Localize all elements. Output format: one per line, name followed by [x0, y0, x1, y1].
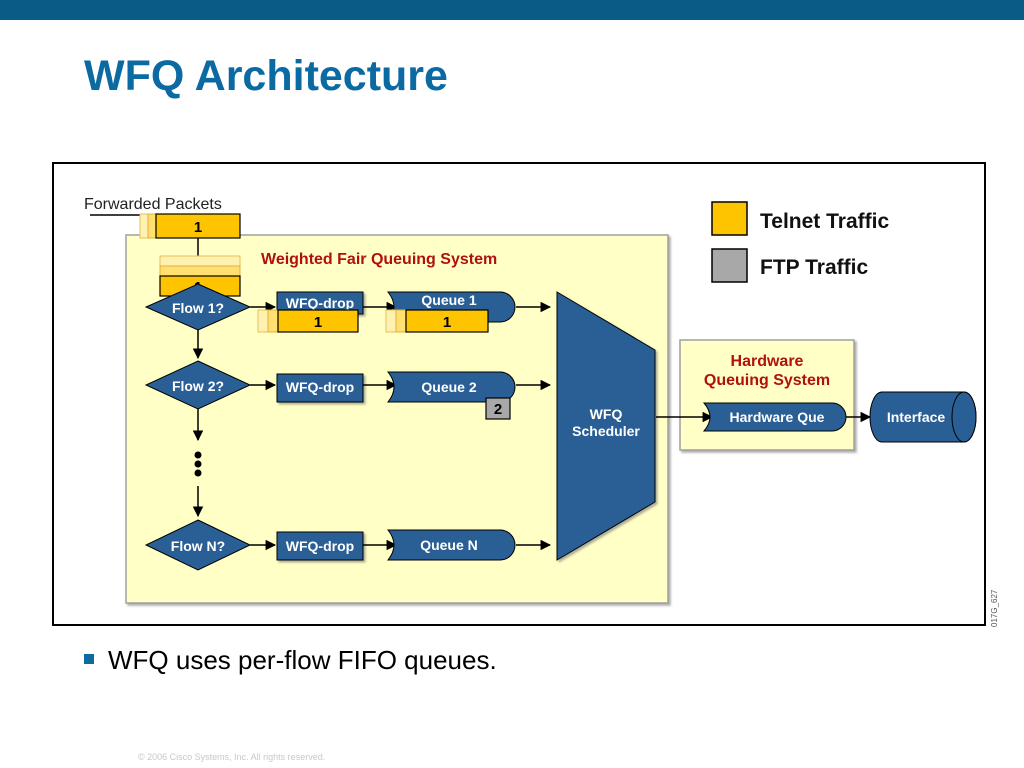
wfq-scheduler [556, 291, 656, 561]
wfq-system-label: Weighted Fair Queuing System [261, 251, 497, 268]
flow-n-wfq-drop-label: WFQ-drop [286, 538, 354, 554]
interface-cylinder [869, 391, 977, 443]
legend-ftp-label: FTP Traffic [760, 256, 868, 279]
flow-2-decision-label: Flow 2? [172, 378, 224, 394]
interface-label: Interface [887, 409, 946, 425]
queue-1-packet-label: 1 [443, 314, 451, 331]
queue-1-label: Queue 1 [421, 292, 476, 308]
forwarded-packets-label: Forwarded Packets [84, 196, 222, 213]
legend-telnet-swatch [711, 201, 748, 236]
legend-telnet-label: Telnet Traffic [760, 210, 889, 233]
queue-2-label: Queue 2 [421, 379, 476, 395]
hardware-system-label-line-1: Hardware [731, 353, 804, 370]
copyright-footer: © 2006 Cisco Systems, Inc. All rights re… [138, 752, 326, 762]
queue-n-label: Queue N [420, 537, 478, 553]
top-bar [0, 0, 1024, 20]
figure-id: 017G_627 [990, 589, 999, 627]
bullet-text: WFQ uses per-flow FIFO queues. [108, 645, 497, 675]
flow-1-drop-packet: 1 [257, 309, 359, 333]
hardware-queuing-panel [679, 339, 855, 451]
flow-1-decision-label: Flow 1? [172, 300, 224, 316]
queue-1-packet: 1 [385, 309, 489, 333]
bullet-item: WFQ uses per-flow FIFO queues. [84, 645, 497, 676]
more-flows-ellipsis [194, 451, 202, 477]
wfq-scheduler-label-line-1: WFQ [590, 406, 623, 422]
queue-2-packet [485, 397, 511, 420]
hardware-system-label-line-2: Queuing System [704, 372, 830, 389]
flow-1-wfq-drop-label: WFQ-drop [286, 295, 354, 311]
flow-n-decision [144, 519, 252, 571]
flow-2-wfq-drop [276, 373, 364, 403]
slide-title: WFQ Architecture [84, 52, 448, 100]
hardware-queue [702, 402, 847, 432]
bullet-square-icon [84, 654, 94, 664]
flow-2-wfq-drop-label: WFQ-drop [286, 379, 354, 395]
flow-n-wfq-drop [276, 531, 364, 561]
queue-n [386, 529, 516, 561]
incoming-packet-stack: 1 [139, 213, 241, 239]
hardware-queue-label: Hardware Que [730, 409, 825, 425]
incoming-packet-label: 1 [194, 219, 202, 236]
wfq-scheduler-label-line-2: Scheduler [572, 423, 640, 439]
queue-2-packet-label: 2 [494, 401, 502, 418]
legend-ftp-swatch [711, 248, 748, 283]
flow-n-decision-label: Flow N? [171, 538, 225, 554]
flow-1-drop-packet-label: 1 [314, 314, 322, 331]
